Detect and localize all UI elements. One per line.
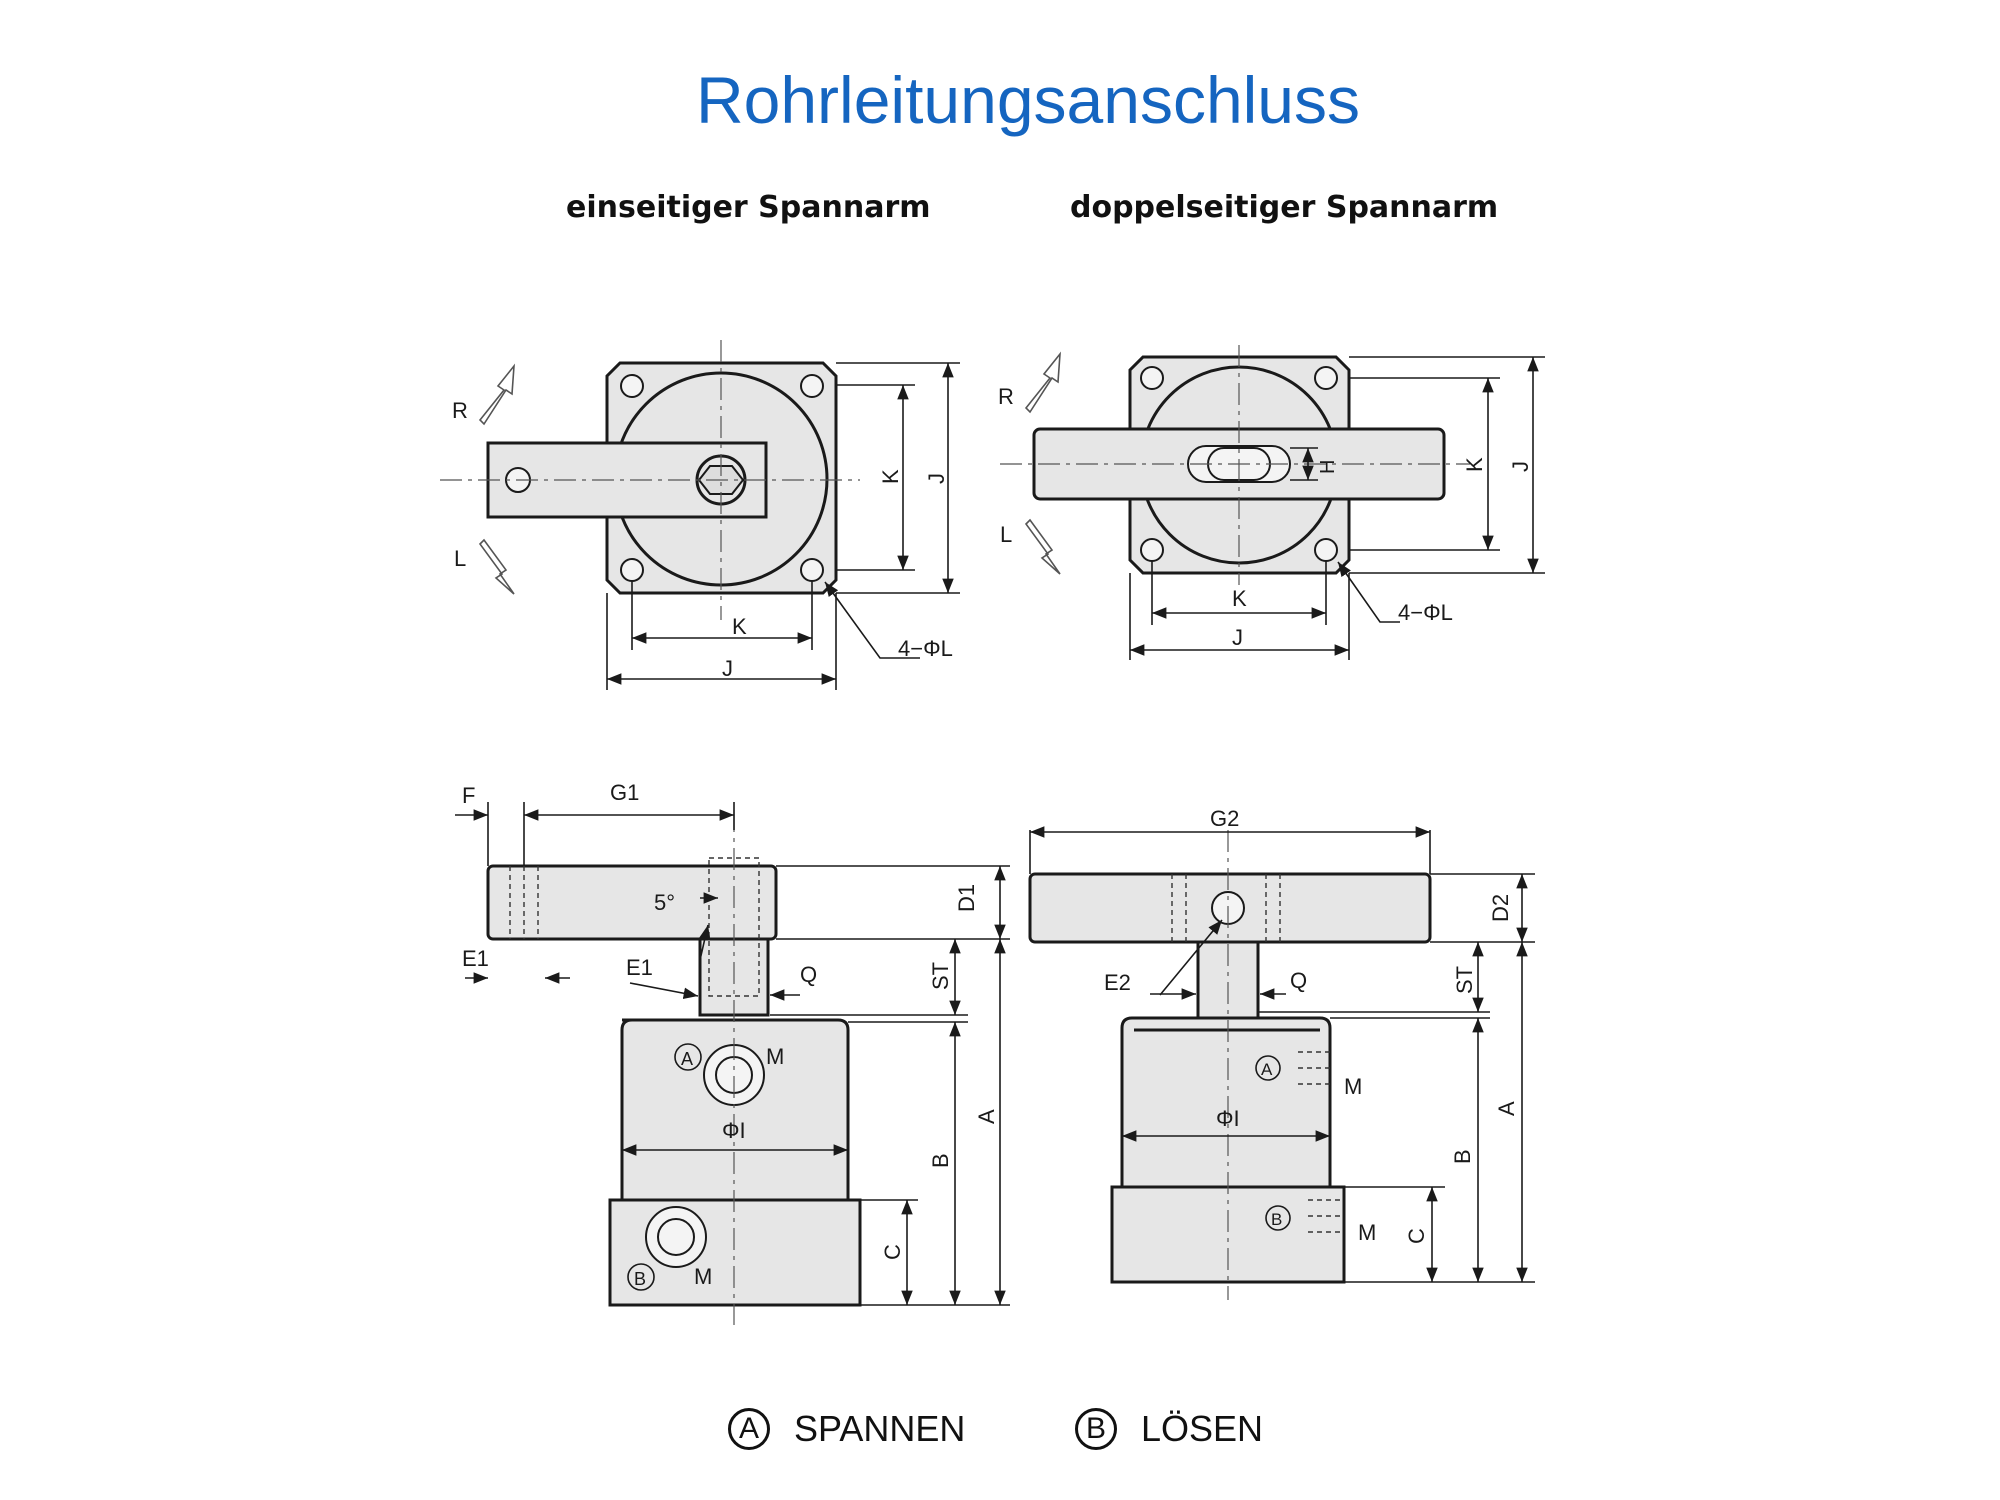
legend-b-label: LÖSEN — [1141, 1408, 1264, 1449]
legend-release: B LÖSEN — [1075, 1408, 1263, 1450]
dim-label-a-double: A — [1494, 1101, 1519, 1116]
dim-label-j-double: J — [1232, 625, 1243, 650]
dim-label-g2: G2 — [1210, 806, 1239, 831]
dim-label-l-double: L — [1000, 522, 1012, 547]
single-arm-top-view: R L K J K J 4−ΦL — [440, 340, 960, 690]
dim-label-phi-i: ΦI — [722, 1118, 746, 1143]
dim-label-j-vertical: J — [924, 473, 949, 484]
dim-label-st-double: ST — [1452, 966, 1477, 994]
legend-b-symbol: B — [1075, 1408, 1117, 1450]
dim-label-k-double: K — [1232, 586, 1247, 611]
dim-label-r: R — [452, 398, 468, 423]
double-arm-side-view: G2 E2 Q D2 ST A B C ΦI A M B M — [1028, 806, 1535, 1300]
dim-label-g1: G1 — [610, 780, 639, 805]
dim-label-l: L — [454, 546, 466, 571]
dim-label-holes-double: 4−ΦL — [1398, 600, 1453, 625]
legend-a-label: SPANNEN — [794, 1408, 966, 1449]
dim-label-q-double: Q — [1290, 968, 1307, 993]
dim-label-d2: D2 — [1488, 894, 1513, 922]
port-a-label: A — [681, 1049, 693, 1069]
dim-label-j-double-vertical: J — [1508, 461, 1533, 472]
dim-label-e1-arm: E1 — [462, 946, 489, 971]
dim-label-a: A — [974, 1109, 999, 1124]
dim-label-j: J — [722, 656, 733, 681]
dim-label-q: Q — [800, 962, 817, 987]
dim-label-h: H — [1317, 460, 1339, 474]
dim-label-b: B — [928, 1153, 953, 1168]
dim-label-k-vertical: K — [878, 469, 903, 484]
dim-label-phi-i-double: ΦI — [1216, 1106, 1240, 1131]
dim-label-c: C — [880, 1244, 905, 1260]
dim-label-k-double-vertical: K — [1462, 457, 1487, 472]
port-m-lower-double: M — [1358, 1220, 1376, 1245]
dim-label-holes: 4−ΦL — [898, 636, 953, 661]
port-b-label: B — [634, 1269, 646, 1289]
double-arm-heading: doppelseitiger Spannarm — [1070, 190, 1499, 225]
legend-clamp: A SPANNEN — [728, 1408, 965, 1450]
dim-label-r-double: R — [998, 384, 1014, 409]
dim-label-k: K — [732, 614, 747, 639]
double-arm-top-view: R L H K J K J 4−ΦL — [998, 345, 1545, 660]
legend-a-symbol: A — [728, 1408, 770, 1450]
port-m-lower: M — [694, 1264, 712, 1289]
dim-label-e1-shaft: E1 — [626, 955, 653, 980]
dim-label-c-double: C — [1404, 1228, 1429, 1244]
dim-label-angle: 5° — [654, 890, 675, 915]
single-arm-heading: einseitiger Spannarm — [566, 190, 931, 225]
dim-label-st: ST — [928, 962, 953, 990]
port-m-upper-double: M — [1344, 1074, 1362, 1099]
dim-label-f: F — [462, 783, 475, 808]
dim-label-e2: E2 — [1104, 970, 1131, 995]
dim-label-b-double: B — [1450, 1149, 1475, 1164]
single-arm-side-view: F G1 5° E1 E1 Q D1 ST A B C ΦI A M B M — [455, 780, 1010, 1325]
dim-label-d1: D1 — [954, 884, 979, 912]
slide-title: Rohrleitungsanschluss — [695, 63, 1361, 137]
port-m-upper: M — [766, 1044, 784, 1069]
port-b-label-double: B — [1271, 1210, 1282, 1229]
port-a-label-double: A — [1261, 1060, 1273, 1079]
